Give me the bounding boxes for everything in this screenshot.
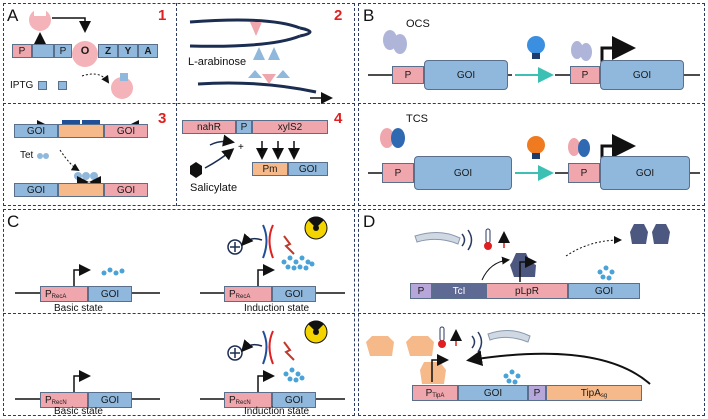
lac-gene-block bbox=[32, 44, 54, 58]
d-goi-bottom: GOI bbox=[458, 385, 528, 401]
d-promoter: P bbox=[410, 283, 432, 299]
pm-goi: GOI bbox=[288, 162, 328, 176]
tet-goi-right-2: GOI bbox=[104, 183, 148, 197]
tcs-goi-right: GOI bbox=[600, 156, 690, 190]
prec-a-ind-text: P bbox=[229, 288, 236, 300]
arabinose-label: L-arabinose bbox=[188, 56, 247, 68]
panel-d-frame bbox=[358, 209, 705, 416]
prec-a-basic-sub: RecA bbox=[51, 294, 67, 300]
panel-a-number-4: 4 bbox=[334, 110, 343, 127]
tci-gene: TcI bbox=[432, 283, 486, 299]
ocs-label: OCS bbox=[406, 18, 430, 30]
tcs-goi-left: GOI bbox=[414, 156, 512, 190]
panel-c-label: C bbox=[7, 212, 20, 231]
tipa-sub: sg bbox=[600, 393, 608, 399]
lac-promoter-1: P bbox=[12, 44, 32, 58]
basic-state-label-1: Basic state bbox=[54, 303, 103, 314]
ocs-goi-left: GOI bbox=[424, 60, 508, 90]
panel-b-label: B bbox=[363, 6, 375, 25]
nahr-gene: nahR bbox=[182, 120, 236, 134]
goi-c-induction-2: GOI bbox=[272, 392, 316, 408]
lac-promoter-2: P bbox=[54, 44, 72, 58]
tipa-text: TipA bbox=[580, 387, 601, 399]
lac-z: Z bbox=[98, 44, 118, 58]
tet-goi-right-1: GOI bbox=[104, 124, 148, 138]
panel-a-number-3: 3 bbox=[158, 110, 167, 127]
goi-c-basic-2: GOI bbox=[88, 392, 132, 408]
d-promoter-2: P bbox=[528, 385, 546, 401]
ptipa-sub: TipA bbox=[432, 393, 445, 399]
panel-a-number-1: 1 bbox=[158, 7, 167, 24]
iptg-square-2 bbox=[58, 81, 67, 90]
lac-y: Y bbox=[118, 44, 138, 58]
tet-operator-2 bbox=[58, 183, 104, 197]
panel-d-divider bbox=[358, 313, 705, 314]
panel-a-divider-v bbox=[176, 3, 177, 206]
tcs-promoter-right: P bbox=[568, 163, 600, 183]
panel-c-divider bbox=[3, 313, 355, 314]
goi-c-basic: GOI bbox=[88, 286, 132, 302]
svg-text:+: + bbox=[290, 146, 296, 157]
nahr-promoter: P bbox=[236, 120, 252, 134]
ocs-goi-right: GOI bbox=[600, 60, 684, 90]
pm-promoter: Pm bbox=[252, 162, 288, 176]
tet-goi-left-2: GOI bbox=[14, 183, 58, 197]
panel-d-label: D bbox=[363, 212, 376, 231]
iptg-square-1 bbox=[38, 81, 47, 90]
plpr-promoter: pLpR bbox=[486, 283, 568, 299]
basic-state-label-2: Basic state bbox=[54, 406, 103, 417]
svg-text:+: + bbox=[258, 146, 264, 157]
tcs-promoter-left: P bbox=[382, 163, 414, 183]
ocs-promoter-right: P bbox=[570, 66, 600, 84]
ocs-promoter-left: P bbox=[392, 66, 424, 84]
panel-a-number-2: 2 bbox=[334, 7, 343, 24]
panel-c-frame bbox=[3, 209, 355, 416]
tet-operator-1 bbox=[58, 124, 104, 138]
prec-a-ind-sub: RecA bbox=[235, 294, 251, 300]
ptipa-text: P bbox=[425, 387, 433, 399]
tcs-label: TCS bbox=[406, 113, 428, 125]
panel-b-divider bbox=[358, 103, 705, 104]
prec-n-ind-text: P bbox=[229, 394, 236, 406]
prec-n-basic-text: P bbox=[45, 394, 52, 406]
lac-operator: O bbox=[80, 45, 90, 57]
xyls2-gene: xylS2 bbox=[252, 120, 328, 134]
prec-n-ind-sub: RecN bbox=[235, 400, 251, 406]
tet-label: Tet bbox=[20, 150, 34, 161]
prec-a-basic-text: P bbox=[45, 288, 52, 300]
lac-a: A bbox=[138, 44, 158, 58]
goi-c-induction: GOI bbox=[272, 286, 316, 302]
svg-text:+: + bbox=[238, 142, 244, 153]
panel-a-label: A bbox=[7, 6, 19, 25]
panel-a-frame bbox=[3, 3, 355, 206]
panel-a-divider-h bbox=[3, 103, 355, 104]
svg-text:+: + bbox=[274, 146, 280, 157]
panel-b-frame bbox=[358, 3, 705, 206]
prec-n-basic-sub: RecN bbox=[51, 400, 67, 406]
induction-state-label-2: Induction state bbox=[244, 406, 310, 417]
repressor-bound-shape bbox=[72, 41, 98, 67]
induction-state-label-1: Induction state bbox=[244, 303, 310, 314]
d-goi-top: GOI bbox=[568, 283, 640, 299]
iptg-label: IPTG bbox=[10, 80, 34, 91]
tet-goi-left-1: GOI bbox=[14, 124, 58, 138]
salicylate-label: Salicylate bbox=[190, 182, 238, 194]
